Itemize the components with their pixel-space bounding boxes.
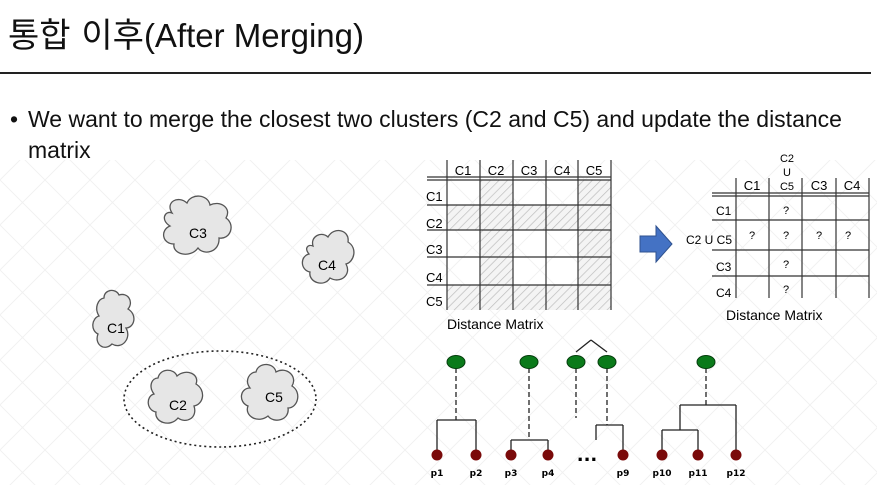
leaf-node bbox=[731, 450, 742, 461]
ma-row-header: C2 U C5 bbox=[686, 233, 732, 247]
leaf-node bbox=[693, 450, 704, 461]
root-node bbox=[598, 356, 616, 369]
hatch-col-c5 bbox=[578, 180, 611, 310]
cluster-c2-label: C2 bbox=[169, 397, 187, 413]
mb-caption: Distance Matrix bbox=[447, 316, 543, 332]
ma-caption: Distance Matrix bbox=[726, 307, 822, 323]
cluster-c1-label: C1 bbox=[107, 320, 125, 336]
mb-row-header: C1 bbox=[426, 189, 443, 204]
mb-col-header: C2 bbox=[488, 163, 505, 178]
leaf-node bbox=[657, 450, 668, 461]
mb-col-header: C3 bbox=[521, 163, 538, 178]
root-node bbox=[697, 356, 715, 369]
ma-cell-unknown: ? bbox=[749, 230, 755, 242]
ma-col-header: C1 bbox=[744, 178, 761, 193]
leaf-node bbox=[543, 450, 554, 461]
ma-cell-unknown: ? bbox=[783, 259, 789, 271]
ma-cell-unknown: ? bbox=[816, 230, 822, 242]
leaf-label: p2 bbox=[470, 469, 483, 479]
ma-cell-unknown: ? bbox=[783, 284, 789, 296]
ma-row-header: C3 bbox=[716, 260, 732, 274]
mb-col-header: C4 bbox=[554, 163, 571, 178]
mb-col-header: C5 bbox=[586, 163, 603, 178]
leaf-label: p4 bbox=[542, 469, 555, 479]
ma-cell-unknown: ? bbox=[783, 230, 789, 242]
ma-col-header: C4 bbox=[844, 178, 861, 193]
leaf-label: p9 bbox=[617, 469, 630, 479]
cluster-c2: C2 bbox=[148, 370, 202, 423]
ellipsis: ... bbox=[577, 445, 598, 466]
ma-cell-unknown: ? bbox=[845, 230, 851, 242]
ma-row-header: C1 bbox=[716, 204, 732, 218]
ma-cell-unknown: ? bbox=[783, 205, 789, 217]
leaf-label: p3 bbox=[505, 469, 518, 479]
mb-row-header: C2 bbox=[426, 216, 443, 231]
mb-row-header: C3 bbox=[426, 242, 443, 257]
cluster-c5-label: C5 bbox=[265, 389, 283, 405]
leaf-label: p1 bbox=[431, 469, 444, 479]
leaf-node bbox=[506, 450, 517, 461]
leaf-node bbox=[432, 450, 443, 461]
ma-row-header: C4 bbox=[716, 286, 732, 300]
mb-col-header: C1 bbox=[455, 163, 472, 178]
leaf-node bbox=[471, 450, 482, 461]
leaf-node bbox=[618, 450, 629, 461]
leaf-label: p11 bbox=[689, 469, 708, 479]
root-node bbox=[447, 356, 465, 369]
ma-col-header: C3 bbox=[811, 178, 828, 193]
mb-row-header: C4 bbox=[426, 270, 443, 285]
mb-row-header: C5 bbox=[426, 294, 443, 309]
leaf-label: p10 bbox=[653, 469, 672, 479]
root-node bbox=[567, 356, 585, 369]
root-node bbox=[520, 356, 538, 369]
leaf-label: p12 bbox=[727, 469, 746, 479]
cluster-c4-label: C4 bbox=[318, 257, 336, 273]
cluster-c3-label: C3 bbox=[189, 225, 207, 241]
